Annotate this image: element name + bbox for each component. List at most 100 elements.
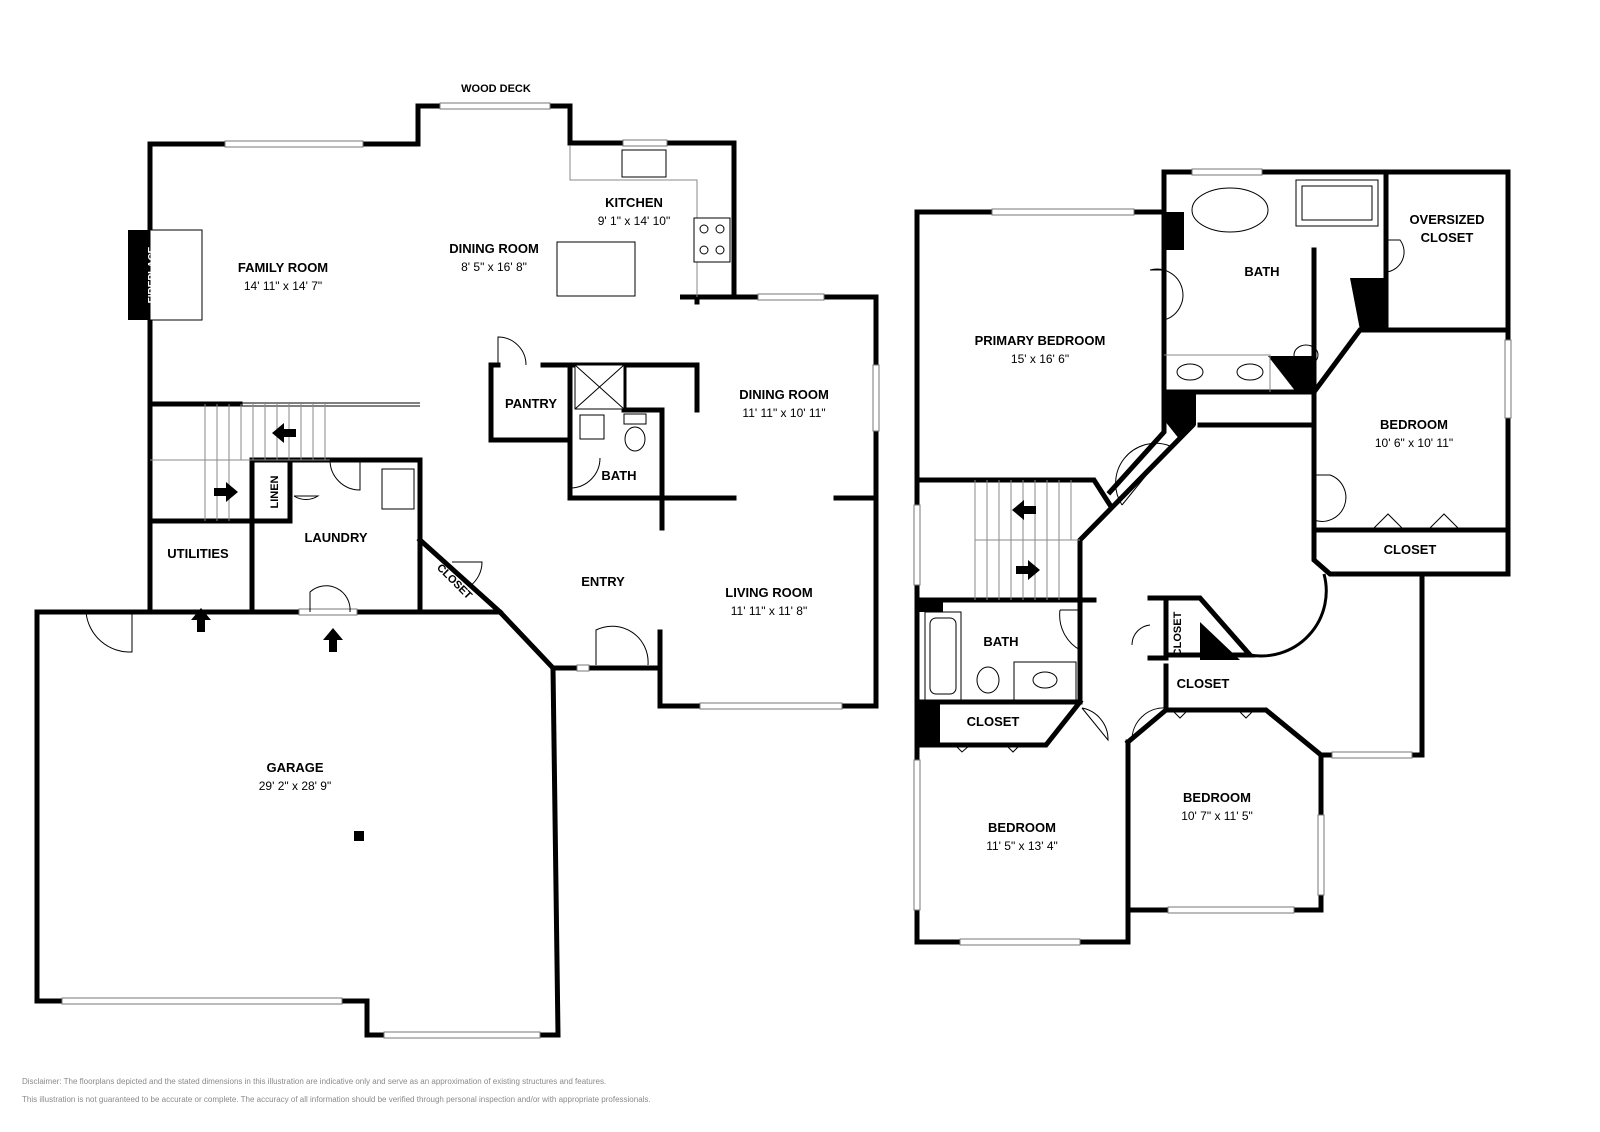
hall-wall	[1077, 422, 1317, 603]
first-floor-plan: FIREPLACE	[34, 83, 880, 1039]
bath-label: BATH	[601, 468, 636, 483]
kitchen-dims: 9' 1" x 14' 10"	[598, 214, 670, 228]
burner	[715, 224, 725, 234]
door-swing	[1149, 268, 1184, 321]
stair-arrow-icon	[1012, 500, 1036, 520]
wall-chase	[917, 600, 943, 612]
disclaimer-line-1: Disclaimer: The floorplans depicted and …	[22, 1077, 607, 1086]
window	[1167, 906, 1295, 914]
primary-bedroom-label: PRIMARY BEDROOM	[975, 333, 1106, 348]
burner	[699, 224, 709, 234]
entry-arrow-icon	[191, 608, 211, 632]
bedroom-southwest-dims: 11' 5" x 13' 4"	[986, 839, 1058, 853]
hall-bathtub	[924, 611, 962, 701]
door-swing	[309, 585, 351, 613]
dining-room-2-dims: 11' 11" x 10' 11"	[742, 406, 825, 420]
bedroom-southeast-label: BEDROOM	[1183, 790, 1251, 805]
stairs	[974, 480, 1080, 600]
second-floor-exterior-wall	[914, 169, 1511, 945]
powder-bath-wall	[567, 407, 737, 531]
door-swing	[329, 459, 361, 491]
window	[1191, 168, 1263, 176]
entry-arrow-icon	[323, 628, 343, 652]
door-swing	[569, 442, 601, 489]
living-room-dims: 11' 11" x 11' 8"	[731, 604, 807, 618]
closet-southeast-label: CLOSET	[1177, 676, 1230, 691]
vanity-sink	[1236, 363, 1264, 381]
window	[1504, 339, 1512, 419]
laundry-label: LAUNDRY	[304, 530, 367, 545]
pantry-label: PANTRY	[505, 396, 557, 411]
door-swing	[497, 336, 527, 366]
toilet-tank	[623, 413, 647, 425]
stair-arrow-icon	[1016, 560, 1040, 580]
entry-closet-wall	[416, 536, 504, 616]
oversized-closet-label-line2: CLOSET	[1421, 230, 1474, 245]
bedroom-southwest-label: BEDROOM	[988, 820, 1056, 835]
laundry-sink	[381, 468, 415, 510]
door-swing	[1171, 709, 1255, 719]
toilet	[1293, 344, 1319, 366]
hall-curved-wall	[1249, 573, 1328, 658]
stair-lower-wall	[147, 518, 255, 615]
primary-bath-label: BATH	[1244, 264, 1279, 279]
fireplace-hearth	[128, 230, 150, 320]
bathtub	[1191, 187, 1269, 233]
stair-arrow-icon	[272, 423, 296, 443]
vanity-sink	[1032, 671, 1058, 689]
window	[991, 208, 1135, 216]
dining-room-2-label: DINING ROOM	[739, 387, 829, 402]
garage-label: GARAGE	[266, 760, 323, 775]
primary-bedroom-dims: 15' x 16' 6"	[1011, 352, 1069, 366]
wall-chase	[917, 702, 940, 745]
window	[757, 293, 825, 301]
door-swing	[1081, 707, 1109, 742]
window	[913, 504, 921, 586]
second-floor-plan: PRIMARY BEDROOM 15' x 16' 6" BATH OVERSI…	[913, 168, 1512, 946]
garage-wall	[34, 609, 561, 1038]
garage-post	[354, 831, 364, 841]
bedroom-east-dims: 10' 6" x 10' 11"	[1375, 436, 1453, 450]
southeast-closet-wall	[1124, 663, 1325, 759]
fireplace-box	[149, 229, 203, 321]
toilet	[976, 666, 1000, 694]
toilet	[624, 426, 646, 452]
door-swing	[1131, 707, 1167, 741]
shower	[1295, 179, 1379, 227]
window	[576, 664, 590, 672]
wall-chase	[1200, 622, 1240, 660]
first-floor-exterior-wall	[147, 103, 879, 709]
sliding-door	[439, 102, 551, 110]
window	[1331, 751, 1413, 759]
kitchen-sink	[621, 149, 667, 178]
utilities-label: UTILITIES	[167, 546, 229, 561]
door-swing	[452, 561, 483, 587]
window	[224, 140, 364, 148]
vanity	[1164, 354, 1271, 392]
east-bedroom-wall	[1310, 327, 1511, 577]
family-room-label: FAMILY ROOM	[238, 260, 328, 275]
wood-deck-label: WOOD DECK	[461, 83, 531, 95]
window	[959, 938, 1081, 946]
closet-east-label: CLOSET	[1384, 542, 1437, 557]
door-swing	[1059, 609, 1081, 651]
primary-bedroom-wall	[914, 389, 1167, 509]
door-swing	[1313, 474, 1347, 522]
entry-label: ENTRY	[581, 574, 625, 589]
wall-chase	[1350, 278, 1386, 330]
refrigerator-x	[574, 364, 625, 410]
door-swing	[1385, 239, 1405, 273]
kitchen-island	[556, 241, 636, 297]
wall-chase	[1268, 356, 1314, 392]
window	[913, 759, 921, 911]
dining-room-label: DINING ROOM	[449, 241, 539, 256]
bedroom-east-label: BEDROOM	[1380, 417, 1448, 432]
door-swing	[1131, 624, 1151, 646]
closet-hall-label: CLOSET	[1172, 611, 1184, 656]
shower-pan	[1301, 185, 1373, 221]
garage-door	[61, 997, 343, 1005]
fireplace-label: FIREPLACE	[147, 246, 158, 303]
stair-arrow-icon	[214, 482, 238, 502]
garage-dims: 29' 2" x 28' 9"	[259, 779, 331, 793]
